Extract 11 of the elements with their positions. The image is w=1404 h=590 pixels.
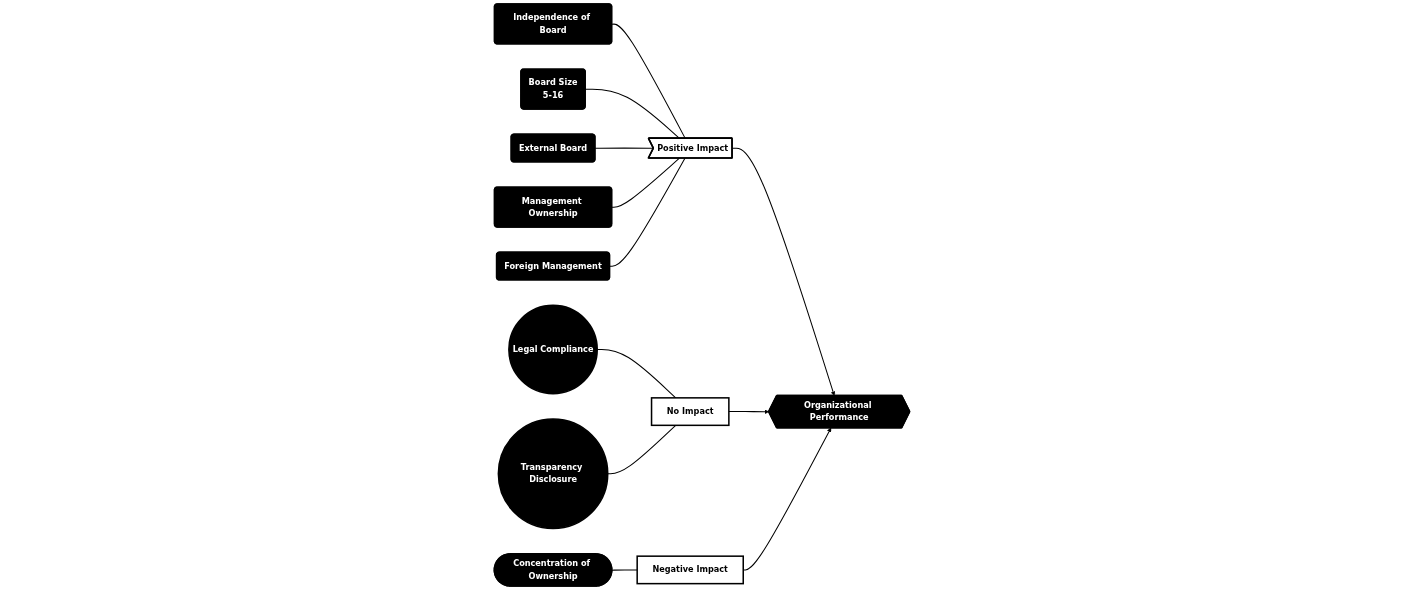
connector bbox=[611, 23, 686, 139]
connector bbox=[611, 157, 680, 208]
connector bbox=[611, 569, 638, 571]
node-circle: Legal Compliance bbox=[508, 304, 598, 395]
arrow bbox=[731, 147, 836, 397]
node-box: Negative Impact bbox=[636, 555, 744, 585]
node-box: No Impact bbox=[650, 397, 730, 427]
arrow bbox=[728, 409, 770, 414]
connector bbox=[607, 424, 677, 475]
connector bbox=[609, 157, 686, 267]
node-circle: Transparency Disclosure bbox=[497, 418, 609, 530]
